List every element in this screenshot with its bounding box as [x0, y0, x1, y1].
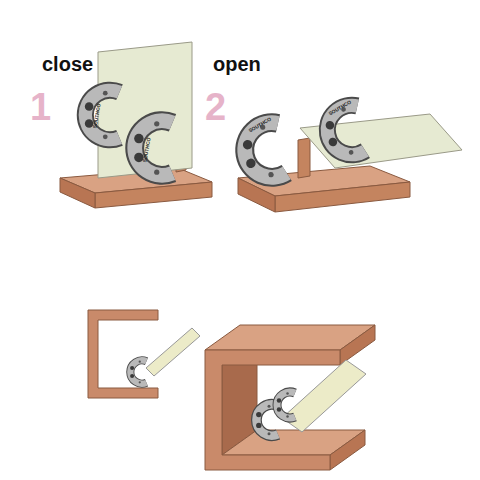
step-number: 1: [30, 88, 51, 126]
state-label: close: [42, 54, 93, 74]
state-label: open: [213, 54, 261, 74]
step-number: 2: [205, 88, 226, 126]
